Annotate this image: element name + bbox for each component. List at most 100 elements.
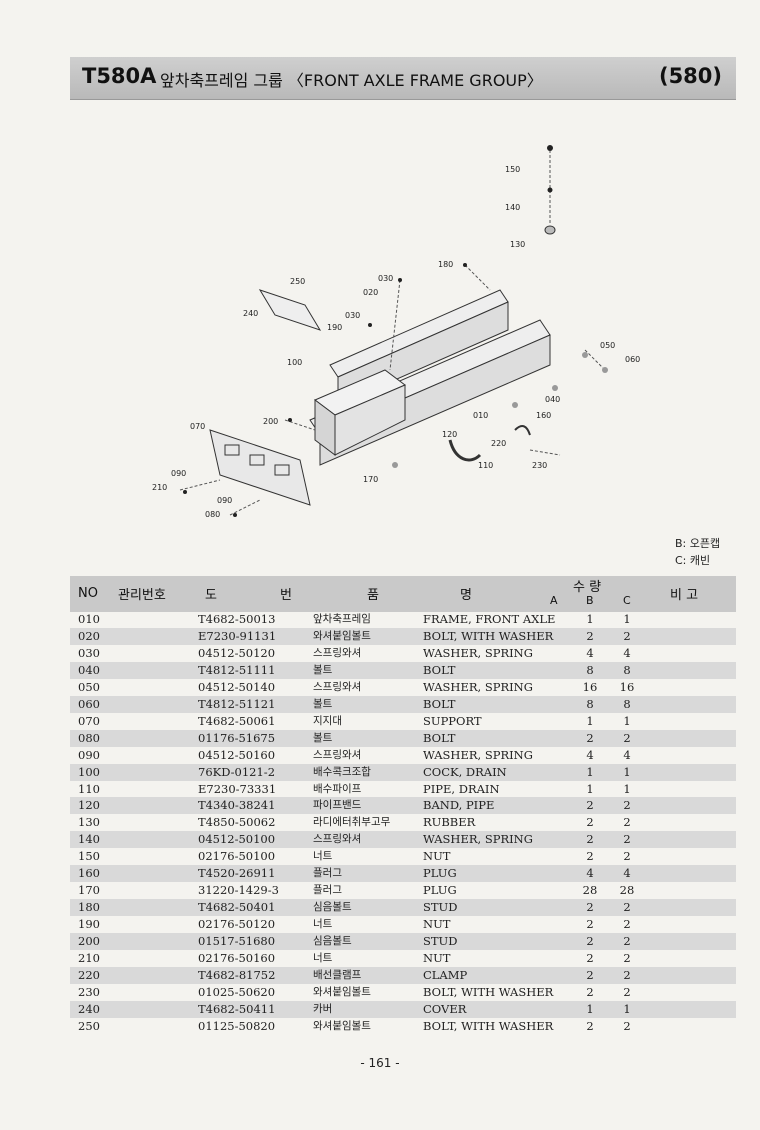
row-english-name: SUPPORT [423,713,482,728]
row-qty-c: 2 [623,968,631,983]
legend: B: 오픈캡 C: 캐빈 [675,535,720,569]
row-part-number: T4340-38241 [198,798,276,813]
row-part-number: 02176-50120 [198,917,276,932]
row-qty-b: 2 [586,849,594,864]
row-qty-c: 1 [623,612,631,626]
row-no: 220 [78,968,100,983]
row-no: 030 [78,645,100,660]
row-english-name: BOLT, WITH WASHER [423,628,554,643]
row-qty-c: 8 [623,662,631,677]
row-part-number: 04512-50100 [198,832,276,847]
row-part-number: T4682-50061 [198,713,276,728]
clamp-part [514,425,531,436]
row-no: 210 [78,951,100,966]
label-240: 240 [243,309,258,318]
row-qty-c: 2 [623,832,631,847]
row-english-name: BOLT, WITH WASHER [423,984,554,999]
row-qty-b: 28 [582,883,598,898]
col-a: A [550,594,558,607]
row-qty-c: 8 [623,696,631,711]
row-qty-b: 2 [586,628,594,643]
row-korean-name: 볼트 [313,697,333,710]
row-qty-b: 1 [586,781,594,796]
row-part-number: T4682-50411 [198,1001,276,1016]
row-korean-name: 너트 [313,850,333,863]
col-c: C [623,594,631,607]
row-english-name: BAND, PIPE [423,798,495,813]
row-qty-b: 2 [586,1018,594,1033]
row-qty-b: 2 [586,984,594,999]
row-qty-b: 2 [586,832,594,847]
row-no: 080 [78,730,100,745]
row-no: 140 [78,832,100,847]
row-no: 090 [78,747,100,762]
row-english-name: BOLT [423,730,456,745]
row-part-number: 02176-50100 [198,849,276,864]
row-english-name: STUD [423,934,458,949]
row-no: 190 [78,917,100,932]
label-090: 090 [171,469,186,478]
col-quantity: 수 량 [573,580,602,595]
col-b: B [586,594,594,607]
label-120: 120 [442,430,457,439]
row-no: 120 [78,798,100,813]
row-korean-name: 볼트 [313,731,333,744]
row-korean-name: 심음볼트 [313,935,352,948]
row-english-name: WASHER, SPRING [423,679,533,694]
legend-c: C: 캐빈 [675,554,711,567]
row-qty-b: 4 [586,645,594,660]
row-qty-b: 4 [586,747,594,762]
row-korean-name: 라디에터취부고무 [313,816,391,829]
model-code: T580A [82,64,157,88]
table-header: NO 관리번호 도 번 품 명 수 량 A B C 비 고 [70,576,736,612]
row-qty-b: 1 [586,764,594,779]
row-english-name: COVER [423,1001,467,1016]
label-230: 230 [532,461,547,470]
row-english-name: PIPE, DRAIN [423,781,500,796]
row-qty-c: 1 [623,781,631,796]
row-english-name: CLAMP [423,968,468,983]
row-qty-c: 2 [623,934,631,949]
row-no: 150 [78,849,100,864]
cover-plate [258,289,322,331]
row-qty-b: 2 [586,815,594,830]
row-no: 200 [78,934,100,949]
row-korean-name: 스프링와셔 [313,646,362,659]
label-200: 200 [263,417,278,426]
row-qty-b: 1 [586,612,594,626]
row-qty-b: 2 [586,951,594,966]
row-part-number: 04512-50120 [198,645,276,660]
row-qty-c: 1 [623,764,631,779]
row-english-name: BOLT, WITH WASHER [423,1018,554,1033]
label-020: 020 [363,288,378,297]
label-100: 100 [287,358,302,367]
row-no: 230 [78,984,100,999]
label-040: 040 [545,395,560,404]
label-090b: 090 [217,496,232,505]
support-plate [209,429,311,506]
row-english-name: RUBBER [423,815,476,830]
page-code: (580) [658,64,722,88]
row-no: 040 [78,662,100,677]
row-qty-c: 1 [623,713,631,728]
row-english-name: NUT [423,951,451,966]
label-170: 170 [363,475,378,484]
row-no: 180 [78,900,100,915]
col-mgmt: 관리번호 [118,588,166,603]
row-english-name: WASHER, SPRING [423,832,533,847]
row-korean-name: 배수파이프 [313,782,362,795]
label-010: 010 [473,411,488,420]
legend-b: B: 오픈캡 [675,537,721,550]
row-part-number: E7230-91131 [198,628,277,643]
row-part-number: T4682-50013 [198,612,276,626]
